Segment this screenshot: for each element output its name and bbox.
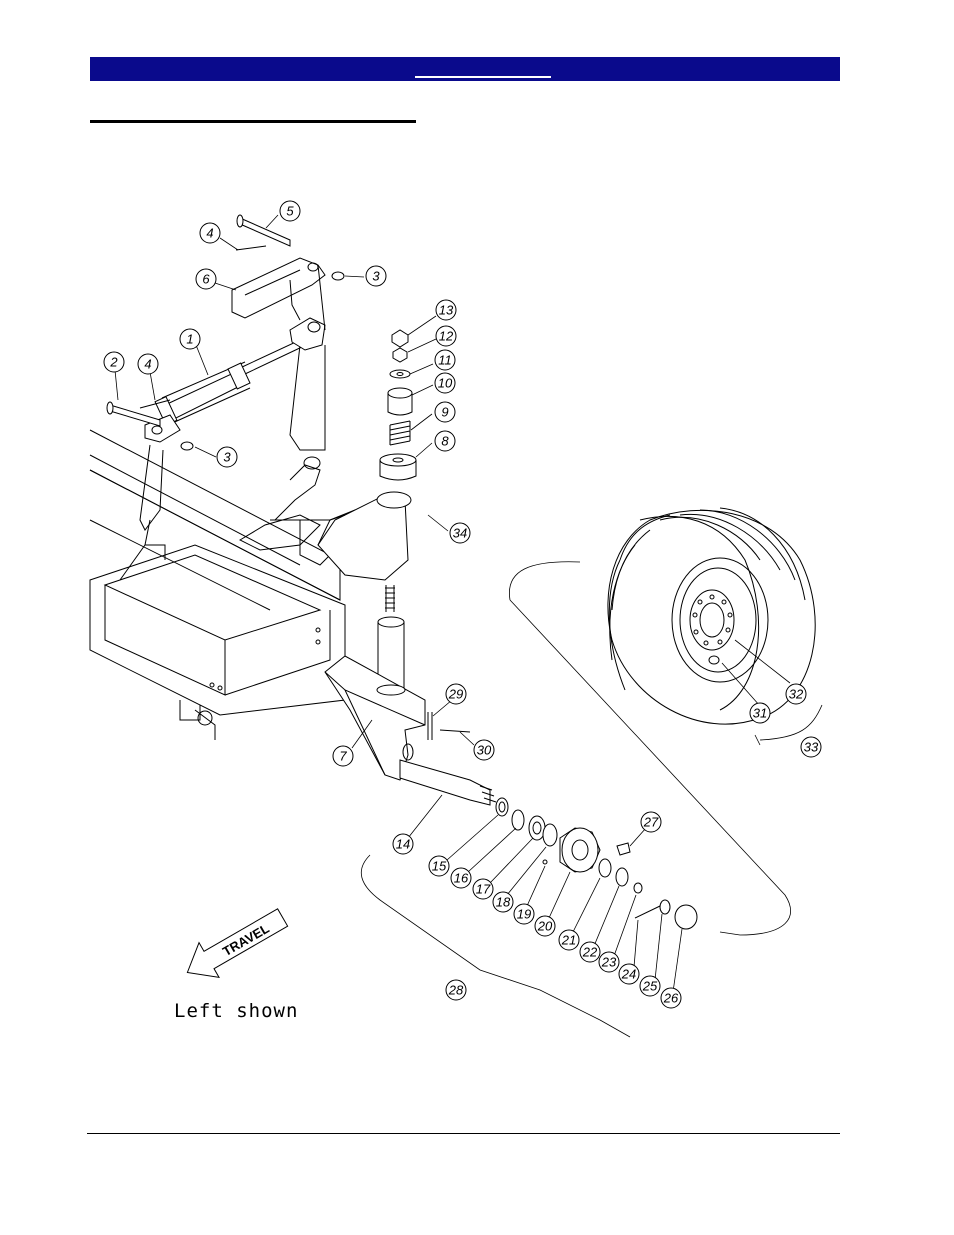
callout-18: 18: [493, 892, 513, 912]
svg-text:6: 6: [202, 272, 210, 287]
svg-text:24: 24: [621, 967, 636, 982]
callout-31: 31: [750, 703, 770, 723]
callout-3-top: 3: [366, 266, 386, 286]
view-note: Left shown: [174, 1000, 298, 1022]
callout-7: 7: [333, 746, 353, 766]
callout-21: 21: [559, 930, 579, 950]
svg-text:25: 25: [642, 979, 658, 994]
callout-28: 28: [446, 980, 466, 1000]
callout-16: 16: [451, 868, 471, 888]
svg-text:19: 19: [517, 907, 531, 922]
callout-25: 25: [640, 976, 660, 996]
callout-34: 34: [450, 523, 470, 543]
spindle-housing: [318, 492, 411, 580]
callout-1: 1: [180, 329, 200, 349]
svg-text:3: 3: [223, 450, 231, 465]
svg-text:18: 18: [496, 895, 511, 910]
callout-8: 8: [435, 431, 455, 451]
callout-17: 17: [473, 879, 493, 899]
callout-27: 27: [641, 812, 661, 832]
assembly-bracket-outlines: [361, 562, 822, 1037]
svg-text:2: 2: [109, 355, 118, 370]
svg-text:33: 33: [804, 740, 819, 755]
callout-4-left: 4: [138, 354, 158, 374]
svg-text:5: 5: [286, 204, 294, 219]
svg-text:27: 27: [643, 815, 659, 830]
svg-text:13: 13: [439, 303, 454, 318]
svg-text:32: 32: [789, 687, 804, 702]
callout-32: 32: [786, 684, 806, 704]
clip-4a: [236, 246, 266, 250]
pin-2: [107, 402, 160, 426]
callout-11: 11: [435, 350, 455, 370]
svg-text:4: 4: [206, 226, 213, 241]
callout-6: 6: [196, 269, 216, 289]
svg-text:34: 34: [453, 526, 467, 541]
svg-text:14: 14: [396, 837, 410, 852]
callout-23: 23: [599, 952, 619, 972]
svg-text:9: 9: [441, 405, 448, 420]
callout-22: 22: [580, 942, 600, 962]
toolbar-frame: [90, 430, 345, 740]
svg-text:1: 1: [186, 332, 193, 347]
svg-text:8: 8: [441, 434, 449, 449]
callout-4-top: 4: [200, 223, 220, 243]
svg-text:21: 21: [561, 933, 576, 948]
svg-text:30: 30: [477, 743, 492, 758]
svg-text:16: 16: [454, 871, 469, 886]
callout-19: 19: [514, 904, 534, 924]
callout-29: 29: [446, 684, 466, 704]
svg-text:26: 26: [663, 991, 679, 1006]
spring-stack: [380, 330, 416, 480]
callout-13: 13: [436, 300, 456, 320]
callout-14: 14: [393, 834, 413, 854]
svg-text:3: 3: [372, 269, 380, 284]
callout-33: 33: [801, 737, 821, 757]
svg-text:4: 4: [144, 357, 151, 372]
callout-30: 30: [474, 740, 494, 760]
callout-15: 15: [429, 856, 449, 876]
svg-text:15: 15: [432, 859, 447, 874]
svg-text:23: 23: [601, 955, 617, 970]
callout-9: 9: [435, 402, 455, 422]
svg-text:22: 22: [582, 945, 598, 960]
callout-2: 2: [104, 352, 124, 372]
wheel-tire: [608, 508, 815, 724]
svg-text:7: 7: [339, 749, 347, 764]
callout-20: 20: [535, 916, 555, 936]
spindle: [378, 585, 404, 690]
svg-text:31: 31: [753, 706, 767, 721]
svg-text:10: 10: [438, 376, 453, 391]
svg-text:12: 12: [439, 329, 454, 344]
travel-arrow: TRAVEL: [177, 900, 292, 990]
washer-3a: [332, 272, 344, 280]
axle-spindle-14: [400, 760, 496, 805]
pin-5: [237, 215, 290, 246]
svg-text:17: 17: [476, 882, 491, 897]
svg-text:28: 28: [448, 983, 464, 998]
footer-rule: [87, 1133, 840, 1134]
svg-text:29: 29: [448, 687, 463, 702]
callout-26: 26: [661, 988, 681, 1008]
svg-text:20: 20: [537, 919, 553, 934]
washer-3b: [181, 442, 193, 450]
callout-5: 5: [280, 201, 300, 221]
callout-10: 10: [435, 373, 455, 393]
callout-3-bottom: 3: [217, 447, 237, 467]
svg-text:11: 11: [438, 353, 452, 368]
hydraulic-cylinder: [145, 318, 325, 442]
callout-24: 24: [619, 964, 639, 984]
callout-12: 12: [436, 326, 456, 346]
